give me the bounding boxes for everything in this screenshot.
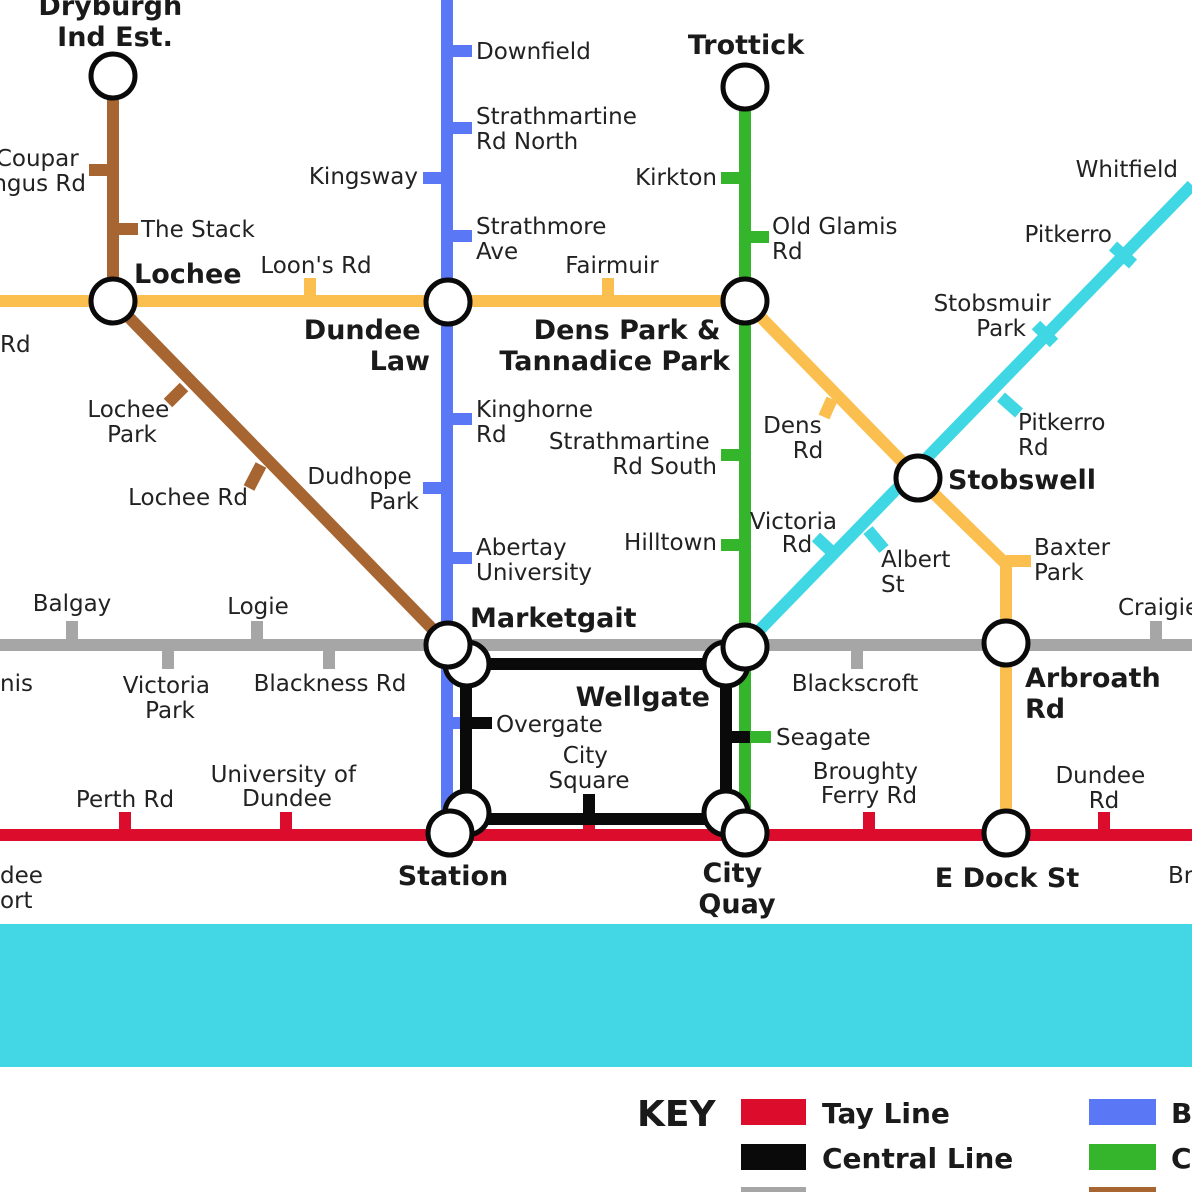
hub-label-city-quay: City Quay: [698, 858, 776, 920]
label-loons-rd: Loon's Rd: [260, 253, 371, 279]
label-logie: Logie: [227, 594, 289, 620]
label-broughty-ferry-rd: Broughty Ferry Rd: [813, 759, 926, 809]
hub-label-station: Station: [398, 861, 509, 892]
label-city-square: City Square: [549, 743, 630, 794]
station-trottick[interactable]: [720, 62, 770, 112]
label-seagate: Seagate: [776, 725, 871, 751]
hub-label-stobswell: Stobswell: [948, 465, 1096, 496]
station-dens-park[interactable]: [720, 276, 770, 326]
key-title: KEY: [637, 1094, 716, 1135]
label-kingsway: Kingsway: [309, 164, 418, 190]
hub-label-wellgate: Wellgate: [576, 682, 710, 713]
label-lochee-rd: Lochee Rd: [128, 485, 248, 511]
label-dudhope-park: Dudhope Park: [307, 464, 419, 515]
cyan-line: [740, 180, 1192, 650]
station-e-dock-st[interactable]: [981, 808, 1031, 858]
key-swatch-tay: [741, 1099, 806, 1125]
label-strathmore-ave: Strathmore Ave: [476, 214, 614, 265]
label-craigie: Craigie: [1118, 595, 1192, 621]
hub-label-dundee-law: Dundee Law: [304, 315, 430, 377]
label-nis-left: nis: [0, 671, 33, 697]
label-the-stack: The Stack: [140, 217, 255, 243]
label-victoria-rd: Victoria Rd: [750, 509, 845, 558]
key-label-central: Central Line: [822, 1142, 1013, 1175]
station-marketgait[interactable]: [423, 620, 473, 670]
station-dundee-law[interactable]: [423, 277, 473, 327]
label-dens-rd: Dens Rd: [763, 413, 829, 464]
hub-label-dens-park: Dens Park & Tannadice Park: [499, 315, 731, 377]
label-fairmuir: Fairmuir: [565, 253, 659, 279]
label-blackscroft: Blackscroft: [792, 671, 919, 697]
hub-label-trottick: Trottick: [688, 30, 805, 61]
label-downfield: Downfield: [476, 39, 591, 65]
station-stobswell[interactable]: [893, 453, 943, 503]
key-swatch-blue: [1089, 1099, 1156, 1125]
dryburgh-line2: Ind Est.: [57, 22, 173, 53]
key-swatch-brown: [1089, 1187, 1156, 1192]
label-pitkerro: Pitkerro: [1025, 222, 1113, 248]
label-br-partial: Br: [1168, 863, 1192, 889]
map-key: KEY Tay Line Central Line B Ci: [637, 1094, 1192, 1192]
key-swatch-central: [741, 1144, 806, 1170]
label-albert-st: Albert St: [881, 547, 958, 598]
label-victoria-park: Victoria Park: [123, 673, 218, 724]
label-perth-rd: Perth Rd: [76, 787, 174, 813]
station-lochee[interactable]: [88, 276, 138, 326]
label-dundee-rd: Dundee Rd: [1055, 763, 1152, 814]
station-city-quay[interactable]: [720, 808, 770, 858]
label-university-of-dundee: University of Dundee: [211, 762, 364, 812]
label-strathmartine-rd-north: Strathmartine Rd North: [476, 104, 644, 155]
station-station[interactable]: [425, 808, 475, 858]
label-lochee-park: Lochee Park: [87, 397, 176, 448]
hub-label-dryburgh: Dryburgh Ind Est.: [38, 0, 191, 53]
label-balgay: Balgay: [33, 591, 112, 617]
label-old-glamis-rd: Old Glamis Rd: [772, 214, 905, 265]
dryburgh-line1: Dryburgh: [38, 0, 182, 22]
station-wellgate[interactable]: [720, 622, 770, 672]
label-coupar-angus-rd: Coupar ngus Rd: [0, 146, 86, 197]
label-whitfield: Whitfield: [1076, 157, 1178, 183]
station-dryburgh[interactable]: [88, 51, 138, 101]
label-blackness-rd: Blackness Rd: [254, 671, 407, 697]
hub-label-arbroath-rd: Arbroath Rd: [1025, 663, 1170, 725]
label-kirkton: Kirkton: [635, 165, 717, 191]
central-line: [460, 658, 750, 825]
hub-label-lochee: Lochee: [134, 259, 242, 290]
key-swatch-grey: [741, 1187, 806, 1192]
hub-label-e-dock-st: E Dock St: [935, 863, 1080, 894]
label-abertay-university: Abertay University: [476, 535, 592, 586]
label-dundee-airport-partial: dee ort: [0, 863, 50, 914]
hub-label-marketgait: Marketgait: [470, 603, 637, 634]
label-hilltown: Hilltown: [624, 530, 717, 556]
brown-line: [89, 76, 453, 650]
label-overgate: Overgate: [496, 712, 603, 738]
label-pitkerro-rd: Pitkerro Rd: [1018, 410, 1113, 461]
label-strathmartine-rd-south: Strathmartine Rd South: [549, 429, 717, 480]
river-tay: [0, 924, 1192, 1067]
key-label-green: Ci: [1171, 1142, 1192, 1175]
label-baxter-park: Baxter Park: [1034, 535, 1117, 586]
key-label-tay: Tay Line: [822, 1097, 950, 1130]
station-arbroath-rd[interactable]: [981, 618, 1031, 668]
interchanges: [88, 51, 1031, 858]
label-stobsmuir-park: Stobsmuir Park: [934, 291, 1058, 342]
label-kinghorne-rd: Kinghorne Rd: [476, 397, 600, 448]
label-rd-left: Rd: [0, 332, 31, 358]
key-label-blue: B: [1171, 1097, 1192, 1130]
key-swatch-green: [1089, 1144, 1156, 1170]
